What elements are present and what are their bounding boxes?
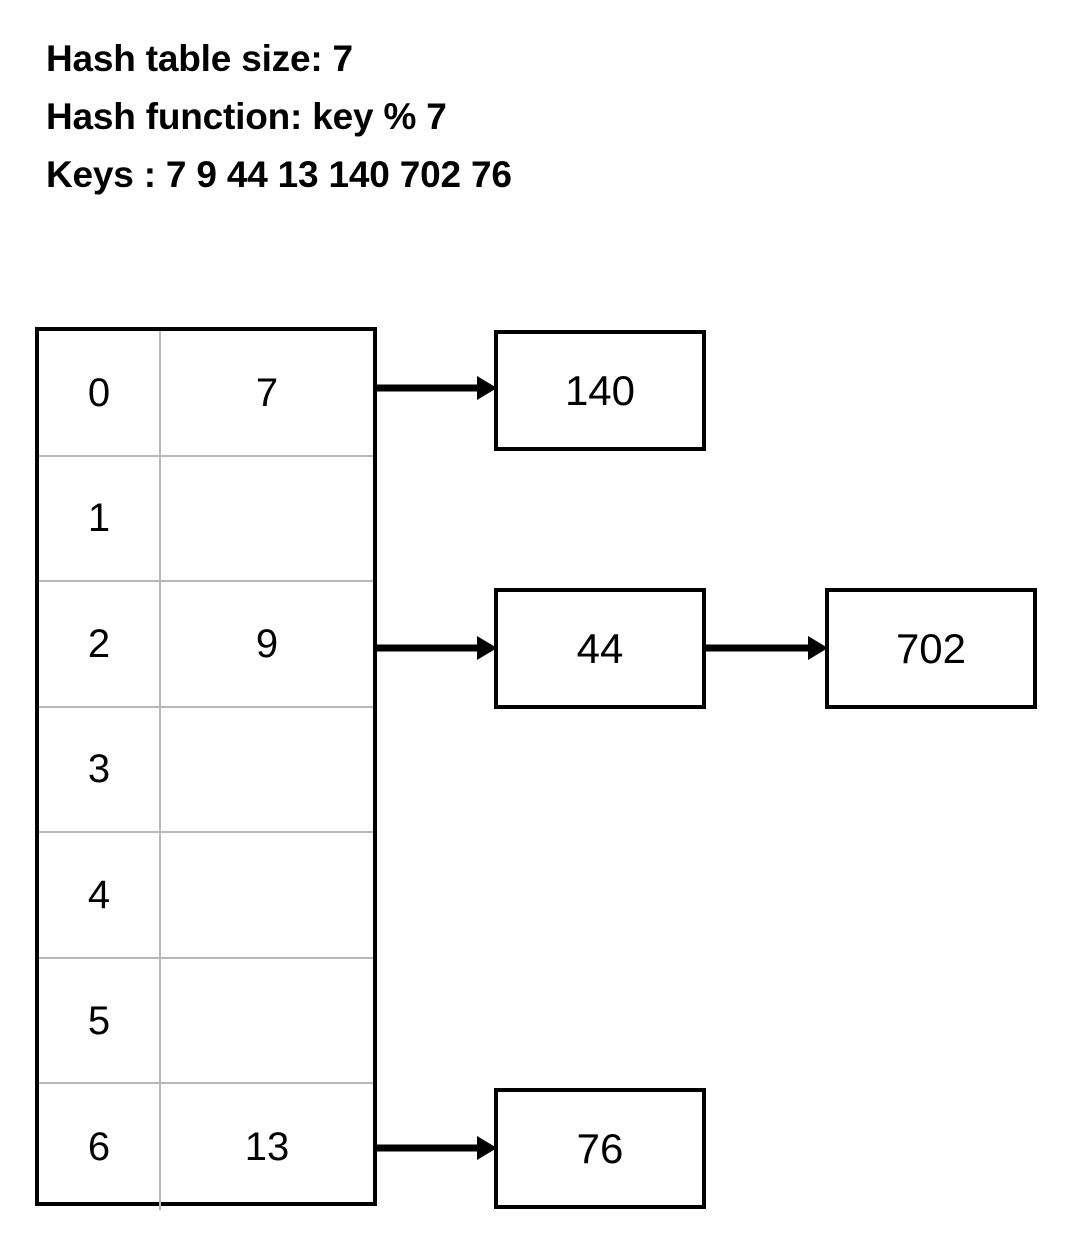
bucket-index-3: 3 (39, 707, 161, 832)
bucket-value-5 (161, 959, 373, 1083)
bucket-index-1: 1 (39, 456, 161, 581)
arrow-bucket6-to-76-icon (377, 1133, 497, 1163)
chain-node-702: 702 (825, 588, 1037, 709)
chain-node-44: 44 (494, 588, 706, 709)
hash-table-grid: 0 7 1 2 9 3 4 5 6 13 (35, 327, 377, 1210)
arrow-44-to-702-icon (706, 633, 828, 663)
bucket-index-5: 5 (39, 958, 161, 1083)
bucket-index-4: 4 (39, 833, 161, 957)
table-row: 0 7 (39, 331, 373, 457)
table-row: 3 (39, 707, 373, 834)
bucket-index-0: 0 (39, 331, 161, 455)
hash-function-line: Hash function: key % 7 (46, 96, 447, 137)
table-row: 4 (39, 833, 373, 959)
chain-node-140: 140 (494, 330, 706, 451)
arrow-bucket0-to-140-icon (377, 373, 497, 403)
table-row: 1 (39, 456, 373, 583)
table-row: 6 13 (39, 1084, 373, 1210)
bucket-value-6: 13 (244, 1125, 290, 1170)
chain-node-label: 702 (895, 624, 967, 672)
chain-node-label: 76 (576, 1124, 624, 1172)
chain-node-label: 140 (564, 366, 636, 414)
arrow-bucket2-to-44-icon (377, 633, 497, 663)
table-row: 5 (39, 958, 373, 1085)
bucket-value-3 (161, 708, 373, 832)
bucket-value-1 (161, 457, 373, 581)
bucket-value-0: 7 (255, 370, 279, 415)
bucket-index-2: 2 (39, 582, 161, 706)
table-row: 2 9 (39, 582, 373, 708)
chain-node-76: 76 (494, 1088, 706, 1209)
chain-node-label: 44 (576, 624, 624, 672)
bucket-value-4 (161, 833, 373, 957)
bucket-value-2: 9 (255, 621, 279, 666)
keys-line: Keys : 7 9 44 13 140 702 76 (46, 154, 512, 195)
hash-table-size-line: Hash table size: 7 (46, 38, 353, 79)
header-text-block: Hash table size: 7 Hash function: key % … (46, 30, 946, 204)
bucket-index-6: 6 (39, 1084, 161, 1210)
